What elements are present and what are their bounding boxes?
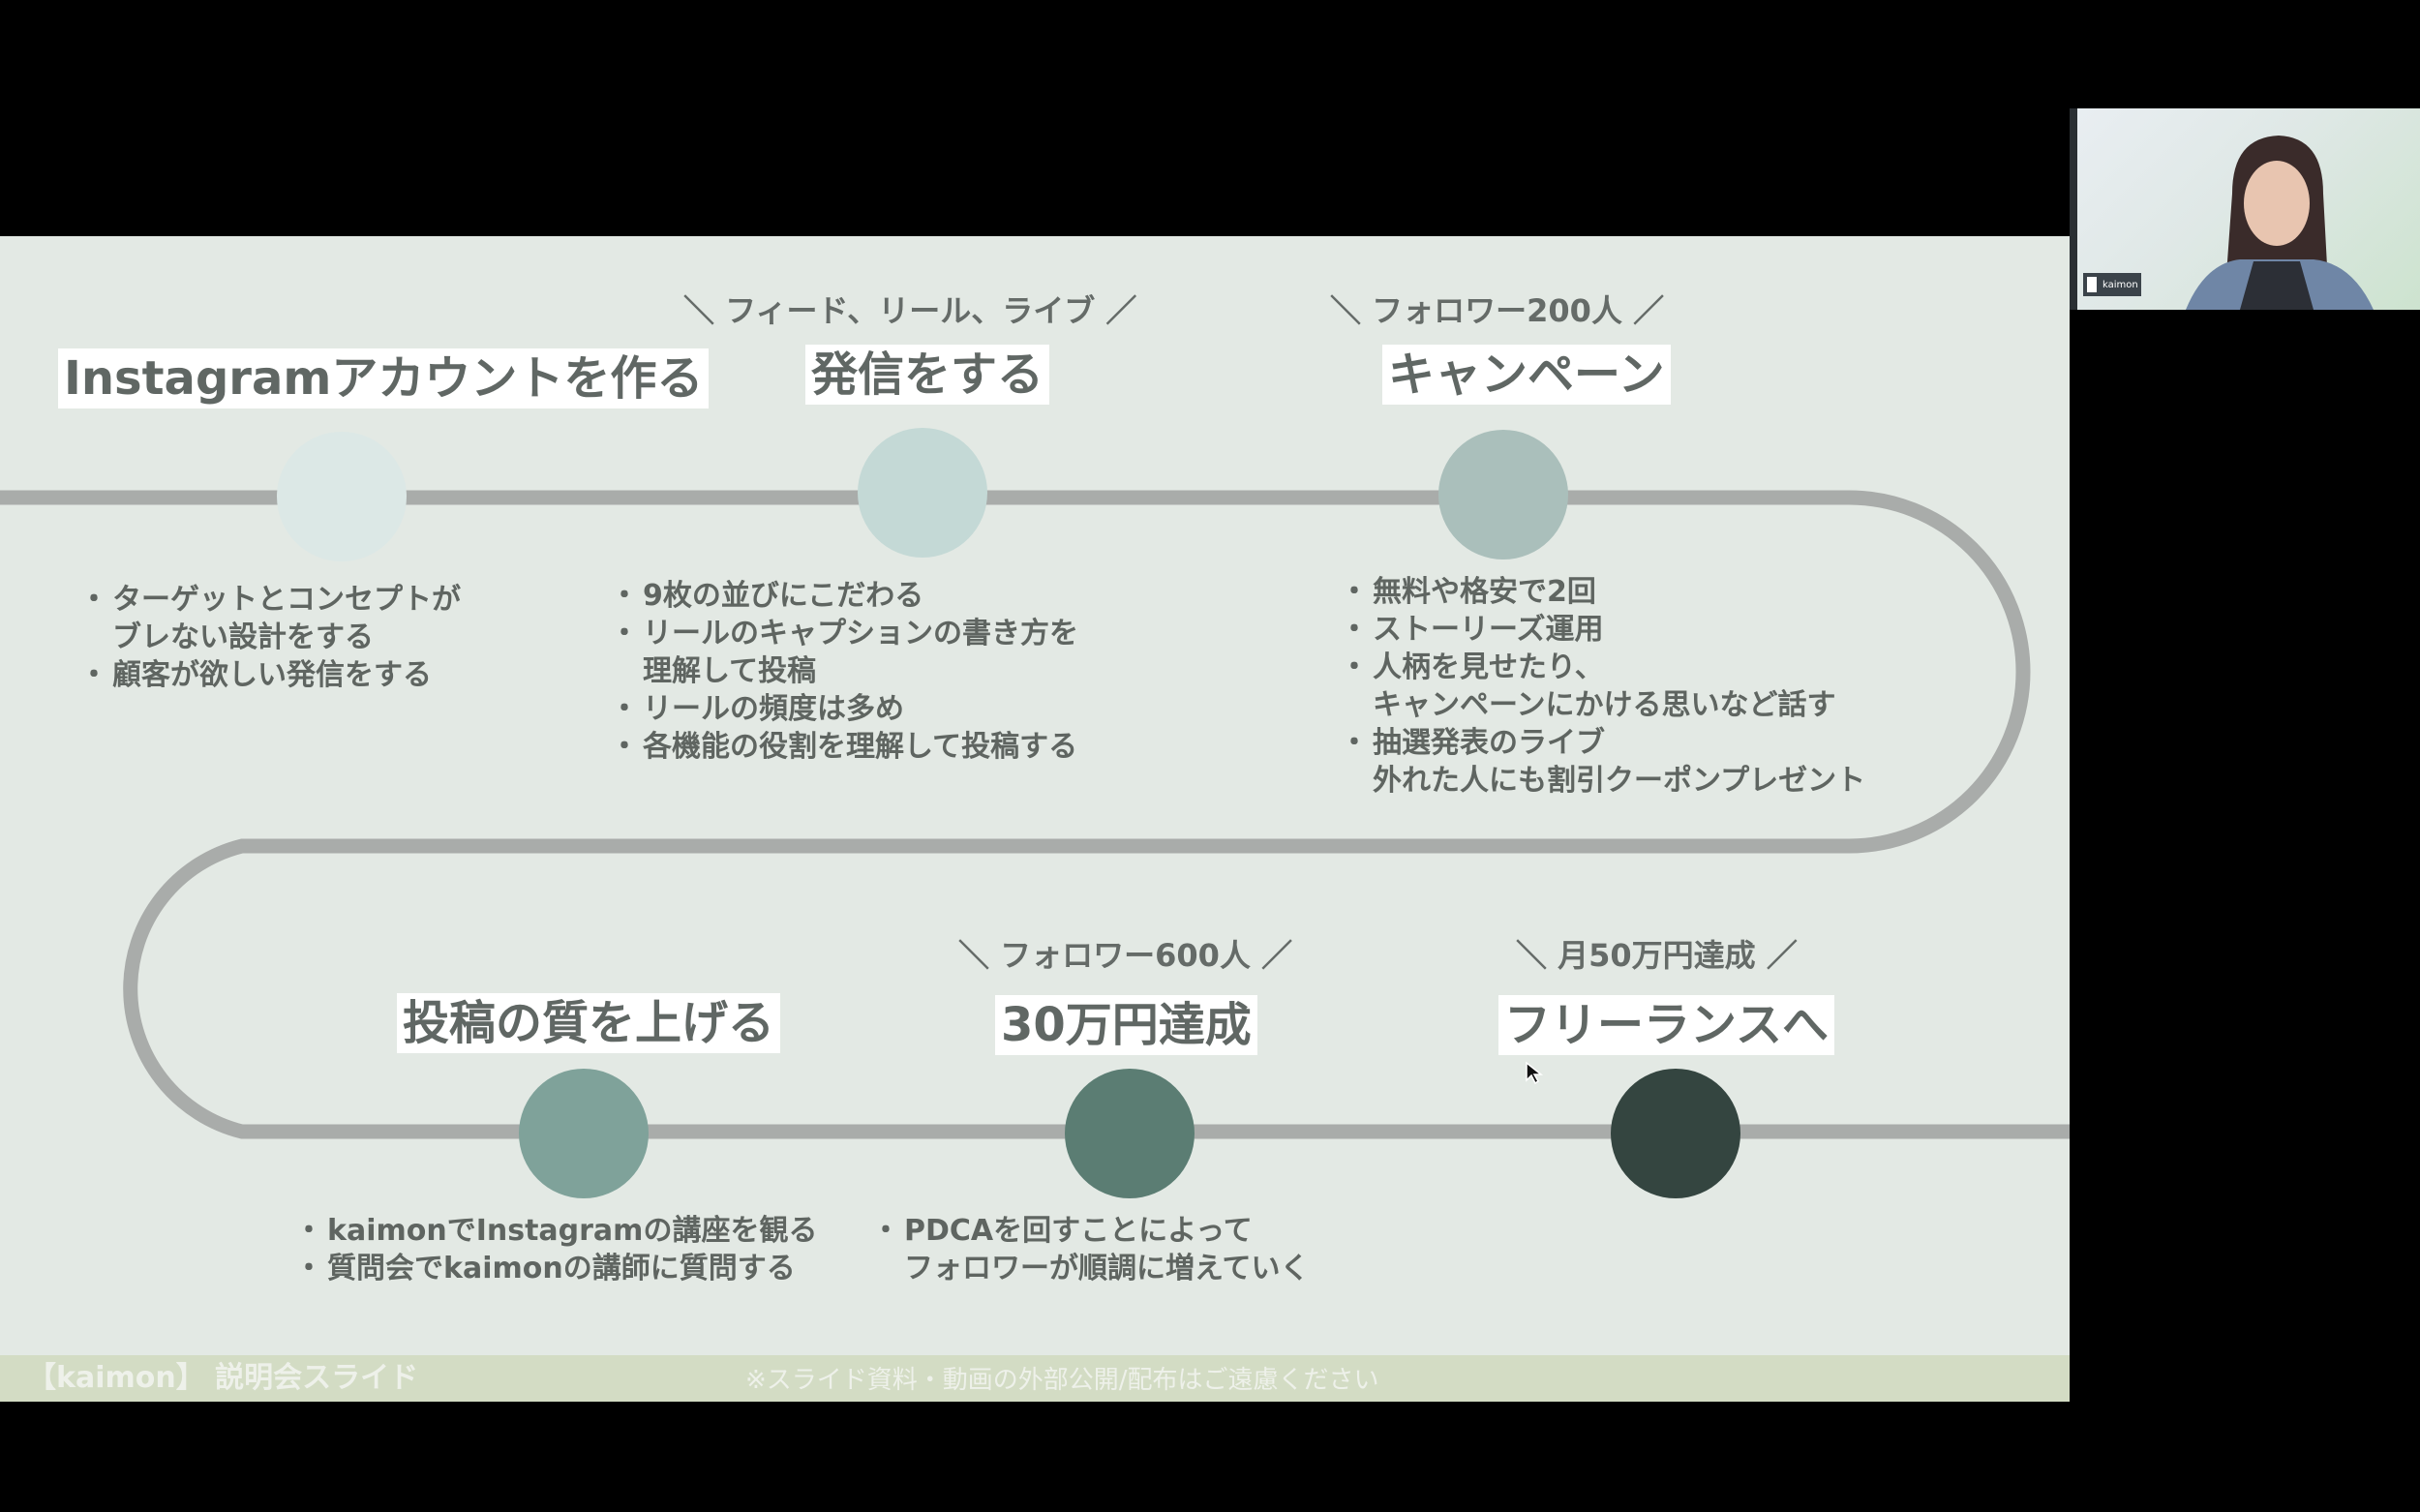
milestone-4-bullets: kaimonでInstagramの講座を観る 質問会でkaimonの講師に質問す…: [294, 1212, 817, 1287]
bullet: 顧客が欲しい発信をする: [79, 656, 461, 694]
milestone-3-title: キャンペーン: [1382, 345, 1671, 405]
milestone-4-title: 投稿の質を上げる: [397, 993, 781, 1053]
bullet: 各機能の役割を理解して投稿する: [610, 728, 1078, 766]
bullet: リールの頻度は多め: [610, 690, 1078, 728]
mouse-cursor-icon: [1526, 1061, 1544, 1085]
milestone-4-circle: [519, 1069, 649, 1198]
bullet: kaimonでInstagramの講座を観る: [294, 1212, 817, 1250]
milestone-1-bullets: ターゲットとコンセプトが ブレない設計をする 顧客が欲しい発信をする: [79, 581, 461, 694]
milestone-2-title: 発信をする: [805, 345, 1050, 405]
milestone-1-circle: [277, 432, 407, 561]
milestone-3-subtitle: ＼ フォロワー200人 ／: [1330, 292, 1665, 329]
milestone-6-subtitle: ＼ 月50万円達成 ／: [1516, 937, 1798, 974]
bullet: PDCAを回すことによって フォロワーが順調に増えていく: [871, 1212, 1309, 1287]
bullet: ターゲットとコンセプトが ブレない設計をする: [79, 581, 461, 656]
footer-title: 【kaimon】 説明会スライド: [27, 1361, 419, 1395]
presenter-avatar: [2070, 108, 2374, 310]
bullet: 人柄を見せたり、 キャンペーンにかける思いなど話す: [1340, 649, 1865, 724]
presentation-slide: Instagramアカウントを作る ターゲットとコンセプトが ブレない設計をする…: [0, 236, 2070, 1402]
bullet: 9枚の並びにこだわる: [610, 577, 1078, 615]
footer-notice: ※スライド資料・動画の外部公開/配布はご遠慮ください: [745, 1366, 1379, 1395]
bullet: 質問会でkaimonの講師に質問する: [294, 1250, 817, 1287]
milestone-5-circle: [1065, 1069, 1195, 1198]
milestone-2-bullets: 9枚の並びにこだわる リールのキャプションの書き方を 理解して投稿 リールの頻度…: [610, 577, 1078, 766]
video-label: kaimon: [2102, 280, 2138, 290]
milestone-3-circle: [1438, 430, 1568, 559]
milestone-2-circle: [858, 428, 987, 558]
milestone-5-bullets: PDCAを回すことによって フォロワーが順調に増えていく: [871, 1212, 1309, 1287]
bullet: 無料や格安で2回: [1340, 573, 1865, 611]
milestone-2-subtitle: ＼ フィード、リール、ライブ ／: [683, 292, 1137, 329]
presenter-video[interactable]: kaimon: [2070, 108, 2420, 310]
milestone-1-title: Instagramアカウントを作る: [58, 348, 710, 408]
timeline-track: [0, 490, 2070, 1139]
milestone-5-title: 30万円達成: [995, 995, 1257, 1055]
slide-footer: 【kaimon】 説明会スライド ※スライド資料・動画の外部公開/配布はご遠慮く…: [0, 1355, 2070, 1402]
milestone-3-bullets: 無料や格安で2回 ストーリーズ運用 人柄を見せたり、 キャンペーンにかける思いな…: [1340, 573, 1865, 800]
milestone-6-circle: [1611, 1069, 1740, 1198]
bullet: リールのキャプションの書き方を 理解して投稿: [610, 615, 1078, 690]
bullet: ストーリーズ運用: [1340, 611, 1865, 649]
milestone-6-title: フリーランスへ: [1498, 995, 1835, 1055]
milestone-5-subtitle: ＼ フォロワー600人 ／: [958, 937, 1293, 974]
bullet: 抽選発表のライブ 外れた人にも割引クーポンプレゼント: [1340, 724, 1865, 800]
